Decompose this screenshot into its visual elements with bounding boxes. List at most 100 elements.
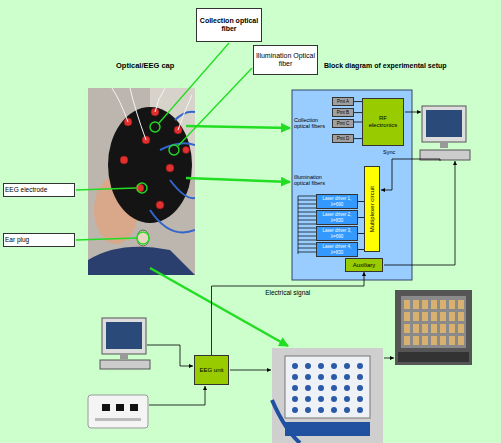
amplifier-photo <box>285 422 370 436</box>
fiber-comb <box>298 244 316 245</box>
amplifier-photo <box>305 396 311 402</box>
node-text: RF electronics <box>364 115 402 129</box>
device-photo <box>404 312 410 321</box>
laser-driver-box: Laser driver 4, λ=830 <box>316 242 358 257</box>
device-photo <box>422 312 428 321</box>
cap-photo <box>175 112 195 120</box>
wire <box>230 370 271 371</box>
amplifier-photo <box>344 396 350 402</box>
device-photo <box>404 300 410 309</box>
cap-photo <box>155 88 165 112</box>
computer-icon <box>422 106 466 142</box>
device-photo <box>413 312 419 321</box>
leader-line <box>178 68 252 146</box>
device-photo <box>395 290 472 365</box>
amplifier-photo <box>331 374 337 380</box>
laser-driver-box: Laser driver 3, λ=690 <box>316 226 358 241</box>
amplifier-photo <box>344 363 350 369</box>
amplifier-photo <box>305 407 311 413</box>
amplifier-photo <box>357 407 363 413</box>
amplifier-photo <box>344 385 350 391</box>
amplifier-photo <box>272 348 383 443</box>
node-text: Auxiliary <box>353 262 376 269</box>
connector <box>354 138 362 139</box>
amplifier-photo <box>272 348 383 443</box>
fiber-comb <box>298 208 316 209</box>
device-photo <box>440 300 446 309</box>
cap-photo <box>156 201 164 209</box>
wire <box>381 159 440 190</box>
fiber-comb <box>298 216 316 217</box>
cap-photo <box>108 107 192 223</box>
device-photo <box>440 324 446 333</box>
device-photo <box>458 312 464 321</box>
device-photo <box>458 336 464 345</box>
device-photo <box>431 300 437 309</box>
cap-photo <box>88 247 195 275</box>
amplifier-photo <box>331 385 337 391</box>
amplifier-photo <box>292 385 298 391</box>
fiber-label: Collection optical fibers <box>294 117 330 130</box>
cap-photo <box>120 108 190 209</box>
callout-box: Collection optical fiber <box>196 8 262 42</box>
cap-photo <box>166 164 174 172</box>
node-text: Pmt C <box>337 121 350 126</box>
pmt-box: Pmt A <box>332 97 354 106</box>
node-text: EEG electrode <box>5 186 47 193</box>
cap-photo <box>88 88 195 275</box>
node-text: Laser driver 1, λ=690 <box>318 196 356 206</box>
amplifier-photo <box>318 374 324 380</box>
edge-label: Electrical signal <box>264 289 311 296</box>
leader-line <box>159 43 229 123</box>
computer-icon <box>440 142 448 148</box>
node-text: Collection optical fiber <box>198 17 260 33</box>
node-text: Pmt D <box>337 136 350 141</box>
cap-photo <box>130 88 146 140</box>
computer-icon <box>426 110 462 137</box>
fiber-comb <box>298 196 299 254</box>
wire <box>405 112 421 113</box>
amplifier-photo <box>292 396 298 402</box>
cap-photo <box>170 180 195 198</box>
device-photo <box>413 300 419 309</box>
wire <box>384 358 394 359</box>
fiber-comb <box>298 224 316 225</box>
leader-line <box>76 188 136 190</box>
electronics-box: RF electronics <box>362 98 404 146</box>
computer-icon <box>120 354 128 359</box>
button-box <box>88 395 148 428</box>
cap-photo <box>178 95 192 130</box>
cap-photo <box>88 88 195 275</box>
leader-line <box>76 238 137 240</box>
amplifier-photo <box>285 356 370 418</box>
device-photo <box>458 300 464 309</box>
cap-photo <box>150 210 195 233</box>
wire <box>147 345 193 366</box>
computer-icon <box>102 318 146 354</box>
node-text: Laser driver 3, λ=690 <box>318 228 356 238</box>
device-photo <box>413 324 419 333</box>
pmt-box: Pmt D <box>332 134 354 143</box>
auxiliary-box: Auxiliary <box>345 258 383 272</box>
amplifier-photo <box>344 374 350 380</box>
connector <box>354 112 362 113</box>
amplifier-photo <box>357 396 363 402</box>
laser-driver-box: Laser driver 1, λ=690 <box>316 194 358 209</box>
connector <box>212 272 365 355</box>
green-arrow <box>150 268 288 346</box>
leader-line <box>137 232 149 244</box>
amplifier-photo <box>357 374 363 380</box>
button-box <box>88 395 148 428</box>
device-photo <box>449 300 455 309</box>
device-photo <box>449 312 455 321</box>
fiber-label: Illumination optical fibers <box>294 174 330 187</box>
pmt-box: Pmt C <box>332 119 354 128</box>
amplifier-photo <box>357 385 363 391</box>
node-text: Pmt A <box>337 99 349 104</box>
amplifier-photo <box>318 363 324 369</box>
fiber-comb <box>298 212 316 213</box>
amplifier-photo <box>292 363 298 369</box>
node-text: Multiplexer circuit <box>369 186 376 232</box>
node-text: Pmt B <box>337 110 349 115</box>
amplifier-photo <box>292 363 363 413</box>
